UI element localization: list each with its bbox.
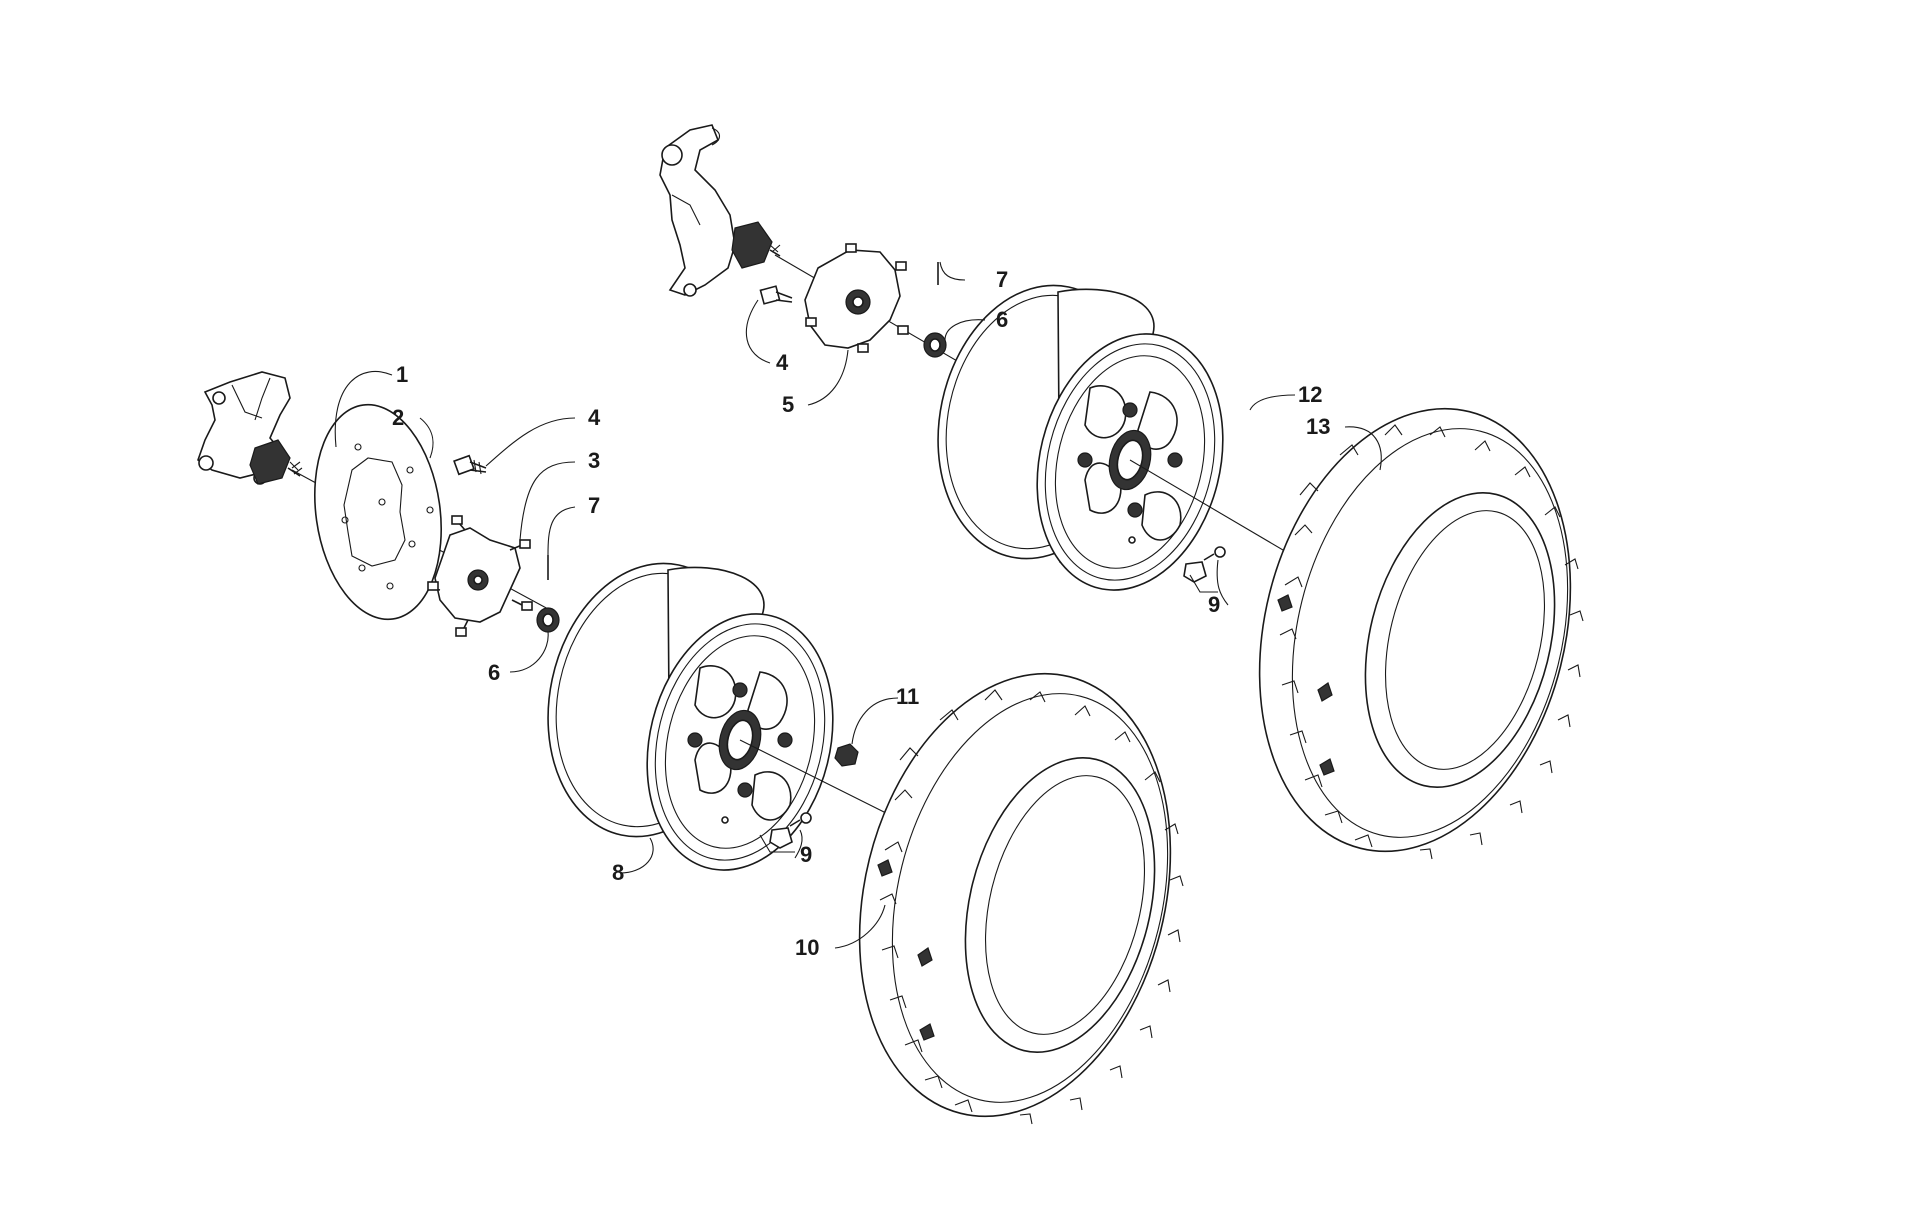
callout-11: 11: [896, 684, 919, 709]
axle-centerline-wheel-right: [1129, 459, 1301, 561]
callout-labels: 1 2 3 4 4 5 6 6 7 7 8 9 9 10 11 12 13: [392, 267, 1330, 960]
lug-nut-part-11: [834, 743, 859, 767]
valve-stem-part-9-right: [1183, 546, 1226, 583]
axle-nut-part-6-right: [923, 332, 947, 358]
callout-8: 8: [612, 860, 624, 885]
wheel-hub-part-5: [804, 243, 909, 353]
callout-6-left: 6: [488, 660, 500, 685]
callout-10: 10: [795, 935, 819, 960]
callout-9-left: 9: [800, 842, 812, 867]
bolt-part-4-right: [759, 285, 793, 305]
steering-knuckle-right: [659, 124, 781, 297]
callout-12: 12: [1298, 382, 1322, 407]
bolt-part-4-left: [453, 454, 487, 476]
axle-centerline-wheel-left: [739, 739, 901, 821]
callout-2: 2: [392, 405, 404, 430]
callout-13: 13: [1306, 414, 1330, 439]
wheel-rim-part-8: [547, 562, 834, 871]
callout-3: 3: [588, 448, 600, 473]
callout-7-left: 7: [588, 493, 600, 518]
callout-7-right: 7: [996, 267, 1008, 292]
callout-4-right: 4: [776, 350, 789, 375]
valve-stem-part-9-left: [769, 812, 812, 849]
brake-disc-part-2: [313, 403, 443, 621]
tire-part-13: [1258, 407, 1584, 860]
steering-knuckle-left: [197, 371, 303, 485]
wheel-hub-part-3-left: [427, 515, 533, 637]
callout-9-right: 9: [1208, 592, 1220, 617]
callout-5: 5: [782, 392, 794, 417]
tire-part-10: [858, 672, 1184, 1125]
leader-lines: [334, 261, 1382, 949]
axle-nut-part-6-left: [536, 607, 560, 633]
callout-4-left: 4: [588, 405, 601, 430]
callout-1: 1: [396, 362, 408, 387]
callout-6-right: 6: [996, 307, 1008, 332]
wheel-rim-part-12: [937, 284, 1224, 591]
